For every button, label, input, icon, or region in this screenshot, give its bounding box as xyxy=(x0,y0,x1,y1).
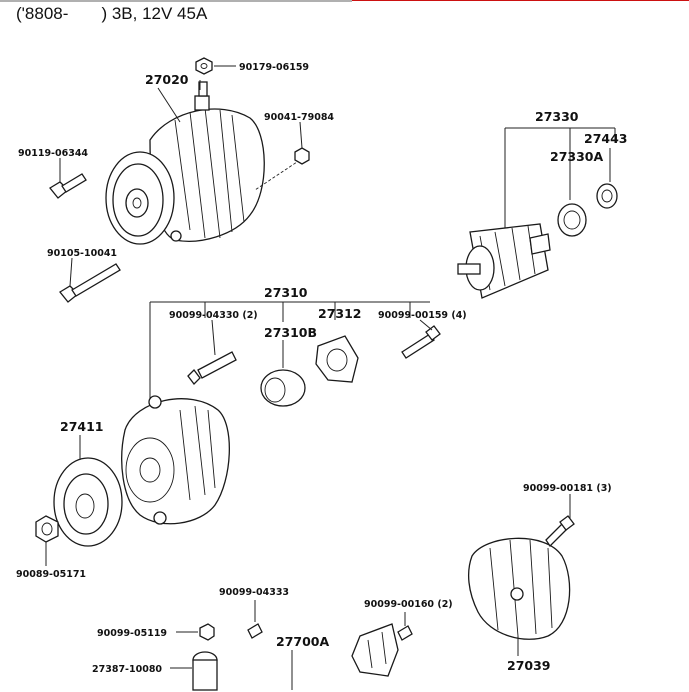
nut-drawing xyxy=(195,57,213,75)
label-90099-05119: 90099-05119 xyxy=(97,628,167,639)
cover-bolt-drawing xyxy=(545,515,575,548)
label-27330A: 27330A xyxy=(550,149,603,164)
top-red-line xyxy=(352,0,689,1)
label-90089-05171: 90089-05171 xyxy=(16,569,86,580)
drive-end-frame-drawing xyxy=(121,395,230,525)
bearing-27310B-drawing xyxy=(260,369,306,407)
screw-drawing xyxy=(401,325,441,359)
label-90105-10041: 90105-10041 xyxy=(47,248,117,259)
label-90099-00159: 90099-00159 (4) xyxy=(378,310,467,321)
label-27310B: 27310B xyxy=(264,325,317,340)
label-90119-06344: 90119-06344 xyxy=(18,148,88,159)
label-90099-00160: 90099-00160 (2) xyxy=(364,599,453,610)
label-27330: 27330 xyxy=(535,109,579,124)
label-27700A: 27700A xyxy=(276,634,329,649)
stud-bolt-drawing xyxy=(187,351,237,385)
label-90041-79084: 90041-79084 xyxy=(264,112,334,123)
rotor-drawing xyxy=(457,223,551,299)
diagram-header: ('8808- ) 3B, 12V 45A xyxy=(16,4,208,23)
alternator-assembly-drawing xyxy=(105,81,265,245)
label-27411: 27411 xyxy=(60,419,104,434)
bolt-short-drawing xyxy=(49,173,87,199)
rear-end-cover-drawing xyxy=(467,537,571,640)
label-27312: 27312 xyxy=(318,306,362,321)
bottom-bushing-drawing xyxy=(192,651,218,691)
label-90099-04330: 90099-04330 (2) xyxy=(169,310,258,321)
label-27387-10080: 27387-10080 xyxy=(92,664,162,675)
washer-drawing xyxy=(596,183,618,209)
regulator-drawing xyxy=(351,623,399,677)
top-border-line xyxy=(0,0,352,2)
label-90099-00181: 90099-00181 (3) xyxy=(523,483,612,494)
nut-small-drawing xyxy=(294,147,310,165)
bottom-screw-drawing xyxy=(247,623,263,639)
label-90099-04333: 90099-04333 xyxy=(219,587,289,598)
bottom-nut-drawing xyxy=(199,623,215,641)
label-90179-06159: 90179-06159 xyxy=(239,62,309,73)
bolt-long-drawing xyxy=(59,263,121,303)
label-27020: 27020 xyxy=(145,72,189,87)
bearing-drawing xyxy=(557,203,587,237)
pulley-drawing xyxy=(53,457,123,547)
label-27443: 27443 xyxy=(584,131,628,146)
label-27310: 27310 xyxy=(264,285,308,300)
retainer-plate-drawing xyxy=(315,335,359,383)
regulator-screw-drawing xyxy=(397,625,413,641)
label-27039: 27039 xyxy=(507,658,551,673)
pulley-nut-drawing xyxy=(35,515,59,543)
